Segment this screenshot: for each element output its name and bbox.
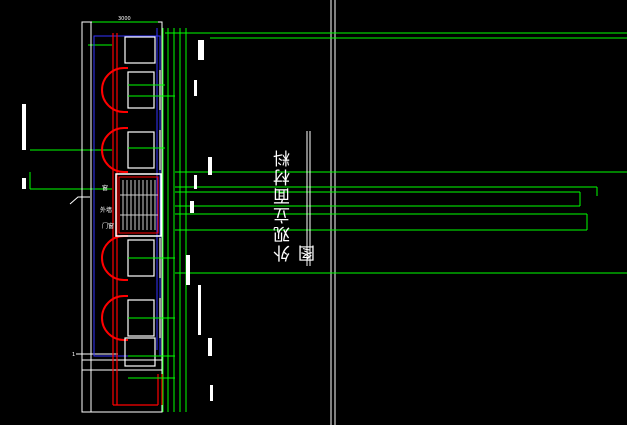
center-label: 门窗 [102, 222, 114, 230]
left-label-b: 外墙 [100, 206, 112, 214]
top-dimension-text: 3000 [118, 16, 131, 22]
left-tag-lower [22, 178, 26, 189]
callout-tags [186, 40, 213, 401]
leader-lines [29, 32, 627, 274]
dimension-lines [92, 21, 187, 412]
drawing-title: 外观立面材料图 [274, 148, 319, 262]
axis-lines [93, 28, 161, 357]
left-tag-upper [22, 104, 26, 150]
center-panel [115, 173, 162, 237]
arched-windows [101, 67, 128, 341]
inner-leaders [128, 84, 175, 379]
wall-edges [112, 33, 163, 406]
left-mark-text: 1 [72, 352, 75, 358]
left-label-a: 窗 [102, 184, 108, 192]
